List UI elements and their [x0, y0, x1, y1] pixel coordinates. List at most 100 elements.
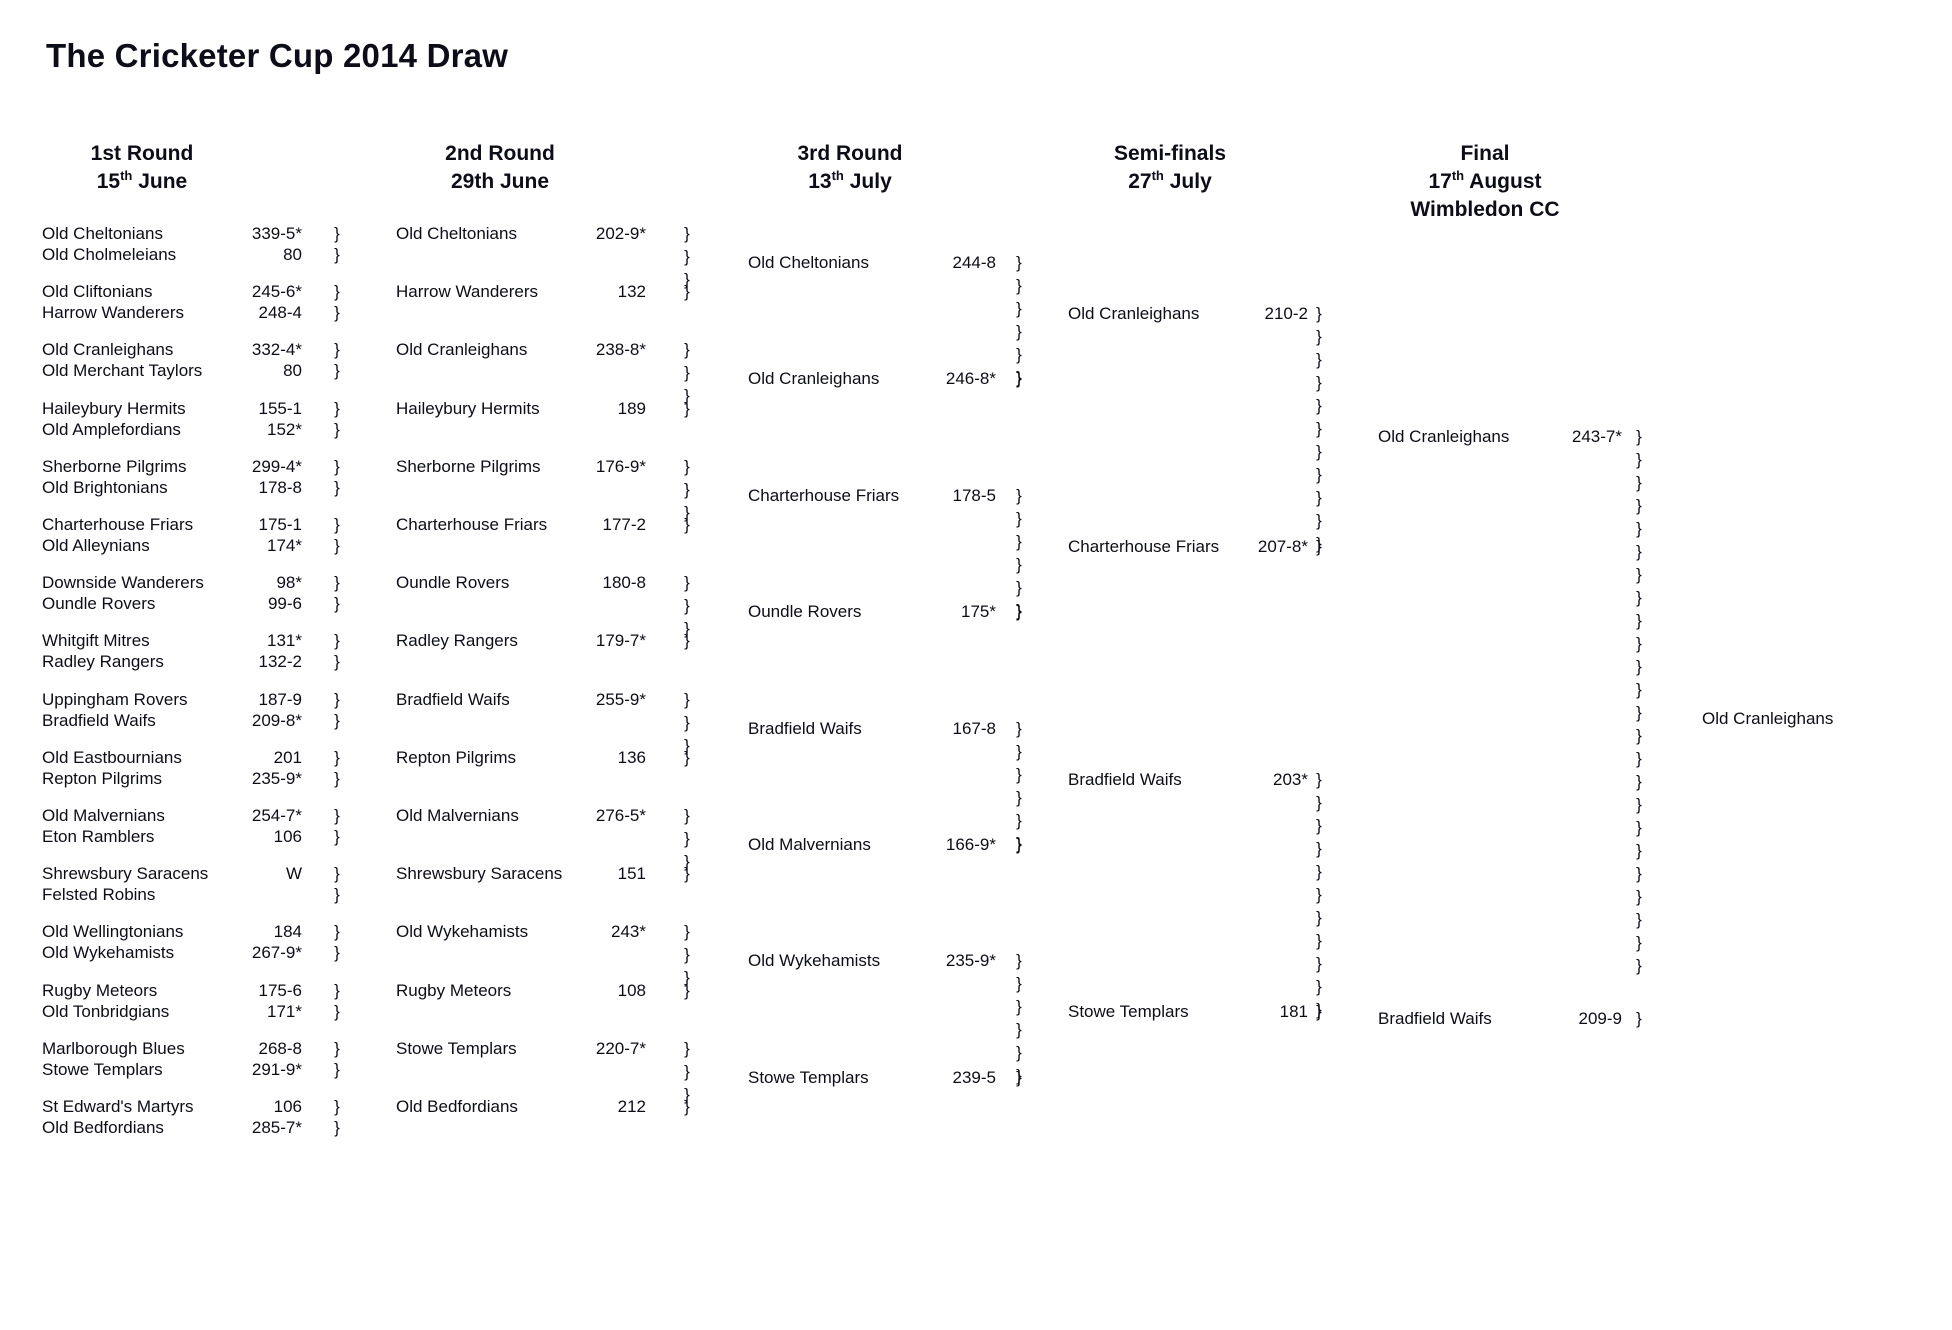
bracket-brace: } [334, 806, 340, 825]
header-date-month: June [132, 169, 188, 193]
header-date-month: July [1163, 169, 1212, 193]
team-score: 132 [617, 282, 646, 302]
team-name: Old Cranleighans [396, 340, 528, 360]
team-score: 339-5* [251, 224, 302, 243]
bracket-brace: } [684, 980, 690, 1000]
team-name: Stowe Templars [748, 1067, 869, 1087]
team-name: Haileybury Hermits [42, 398, 186, 418]
team-score: 167-8 [952, 718, 996, 738]
team-name: Bradfield Waifs [748, 718, 862, 738]
team-name: Bradfield Waifs [1378, 1009, 1492, 1028]
team-score: 106 [273, 1097, 302, 1116]
team-score: 187-9 [258, 689, 302, 709]
bracket-brace: } } } } } } [1016, 951, 1022, 1086]
bracket-brace: } } } } } } } } } } } [1316, 304, 1322, 553]
team-name: Downside Wanderers [42, 573, 204, 593]
team-name: Charterhouse Friars [396, 515, 548, 534]
team-score: 276-5* [595, 806, 646, 825]
team-score: 243* [611, 922, 646, 942]
winner-team-name: Old Cranleighans [1702, 709, 1834, 728]
team-name: Oundle Rovers [42, 594, 156, 614]
bracket-brace: } [334, 652, 340, 672]
team-score: 136 [617, 747, 646, 767]
bracket-brace: } [684, 631, 690, 651]
team-score: 207-8* [1257, 536, 1308, 556]
match-entry: Old Cheltonians 244-8 [748, 251, 996, 274]
team-name: Harrow Wanderers [42, 303, 185, 323]
team-score: 235-9* [251, 768, 302, 788]
header-round-name: Final [1460, 142, 1510, 165]
team-score: 179-7* [595, 631, 646, 651]
header-date-ordinal: th [831, 167, 844, 183]
bracket-brace: } [1016, 602, 1022, 622]
team-score: 220-7* [595, 1038, 646, 1058]
header-round-date: 17th August [1375, 168, 1595, 196]
bracket-brace: } } } [684, 922, 690, 988]
bracket-brace: } [334, 398, 340, 418]
team-score: 202-9* [595, 224, 646, 243]
page-title: The Cricketer Cup 2014 Draw [46, 37, 509, 74]
team-name: Bradfield Waifs [396, 689, 510, 709]
bracket-brace: } } } [684, 689, 690, 755]
team-name: Old Cheltonians [396, 224, 517, 243]
header-date-number: 15 [96, 169, 121, 193]
bracket-brace: } [684, 398, 690, 418]
team-name: Old Cranleighans [1378, 427, 1510, 446]
bracket-brace: } [334, 573, 340, 593]
team-score: 268-8 [258, 1038, 302, 1058]
team-name: Rugby Meteors [42, 980, 158, 1000]
header-round-date: 27th July [1060, 168, 1280, 196]
team-name: Rugby Meteors [396, 980, 512, 1000]
team-name: Sherborne Pilgrims [42, 456, 187, 476]
team-score: 238-8* [595, 340, 646, 360]
team-score: 201 [273, 747, 302, 767]
header-date-number: 27 [1128, 169, 1152, 193]
team-name: St Edward's Martyrs [42, 1097, 194, 1116]
bracket-brace: } [1016, 835, 1022, 854]
team-name: Old Wykehamists [42, 943, 175, 963]
team-name: Uppingham Rovers [42, 689, 188, 709]
team-name: Bradfield Waifs [1068, 769, 1182, 789]
team-score: 285-7* [251, 1118, 302, 1137]
team-score: 244-8 [952, 253, 996, 272]
team-name: Old Cheltonians [748, 253, 869, 272]
team-score: 166-9* [945, 835, 996, 854]
bracket-brace: } [1016, 1067, 1022, 1087]
bracket-brace: } [334, 1001, 340, 1021]
team-name: Repton Pilgrims [396, 747, 516, 767]
bracket-brace: } [684, 1097, 690, 1116]
bracket-brace: } [684, 747, 690, 767]
team-name: Haileybury Hermits [396, 398, 540, 418]
team-name: Old Cranleighans [1068, 304, 1200, 323]
team-score: 181 [1279, 1002, 1308, 1022]
team-name: Old Cranleighans [748, 369, 880, 389]
team-name: Old Tonbridgians [42, 1001, 170, 1021]
team-score: 132-2 [258, 652, 302, 672]
team-score: 243-7* [1571, 427, 1622, 446]
team-name: Eton Ramblers [42, 827, 155, 846]
team-name: Old Alleynians [42, 536, 150, 555]
team-score: 178-5 [952, 485, 996, 505]
bracket-brace: } [334, 282, 340, 302]
bracket-brace: } } } } } } } } } } } [1316, 769, 1322, 1019]
